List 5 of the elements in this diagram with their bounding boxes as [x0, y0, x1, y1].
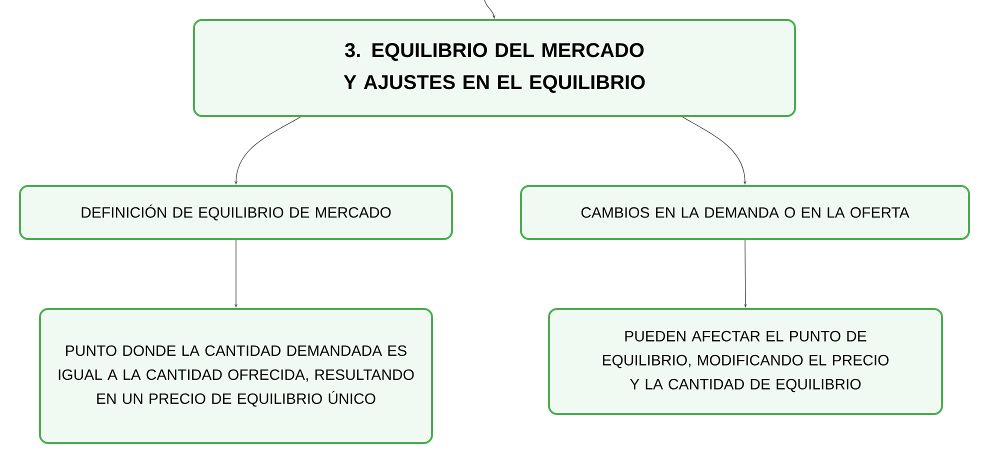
description-box: PUEDEN AFECTAR EL PUNTO DE EQUILIBRIO, MODIFICANDO EL PRECIO Y LA CANTIDAD DE EQUILIBRIO [548, 308, 943, 415]
title-box: 3. EQUILIBRIO DEL MERCADO Y AJUSTES EN EL EQUILIBRIO [193, 19, 796, 117]
topic-box: DEFINICIÓN DE EQUILIBRIO DE MERCADO [19, 185, 453, 240]
topic-box: CAMBIOS EN LA DEMANDA O EN LA OFERTA [520, 185, 970, 240]
description-box: PUNTO DONDE LA CANTIDAD DEMANDADA ES IGUAL A LA CANTIDAD OFRECIDA, RESULTANDO EN UN PRECIO DE EQUILIBRIO ÚNICO [39, 308, 433, 444]
